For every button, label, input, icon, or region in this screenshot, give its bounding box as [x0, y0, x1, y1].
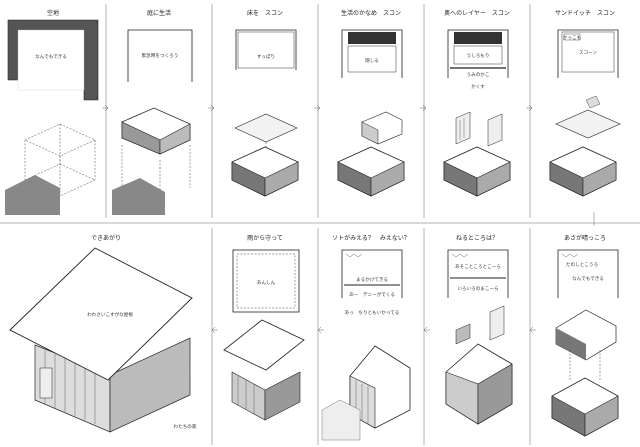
step-panel-6: サンドイッチ スコン かっこも スコーン	[549, 10, 621, 197]
step-panel-1: 空地 なんでもできる	[5, 9, 99, 215]
plan-label: あそこところとこーら	[455, 263, 501, 270]
door	[39, 367, 53, 399]
plan-caption: かくす	[471, 83, 485, 90]
step-panel-9: ねるところは？ あそこところとこーら いろいろのまこーら	[445, 235, 513, 425]
plan-label-3: あっ ちりともいかってる	[345, 309, 400, 316]
plan-label: 隠しる	[365, 57, 379, 64]
plan-tag: かっこも	[563, 34, 581, 41]
plan-label: なんでもできる	[35, 53, 67, 60]
layer-screens	[455, 111, 503, 147]
step-arrows	[102, 104, 595, 334]
step-panel-4: 生活のかなめ スコン 隠しる	[337, 9, 405, 197]
step-title: 生活のかなめ スコン	[341, 9, 401, 17]
plan-label-2: いろいろのまこーら	[457, 286, 498, 292]
iso-dashed-volume	[24, 123, 96, 197]
step-title: ソトがみえる？ みえない？	[332, 234, 410, 242]
step-panel-3: 床を スコン すっぽり	[231, 9, 299, 197]
plan-label-2: あー デニーがでくる	[349, 291, 395, 298]
ground-shadow	[5, 175, 60, 215]
step-panel-8: ソトがみえる？ みえない？ まるかけてきる あー デニーがでくる あっ ちりとも…	[321, 234, 411, 441]
plan-label: なんでもできる	[572, 275, 604, 282]
step-panel-5: 奥へのレイヤー スコン うしろもり うみのかこ かくす	[443, 9, 511, 197]
house-caption: わたちの家	[174, 423, 197, 430]
step-title: 空地	[47, 9, 59, 17]
plan-label: まるかけてきる	[356, 276, 388, 283]
plan-label: 緊急時をつくろう	[142, 52, 179, 59]
step-title: あさが晴っころ	[564, 234, 606, 242]
plan-label: すっぽり	[257, 53, 275, 60]
step-title: 奥へのレイヤー スコン	[444, 9, 510, 17]
step-title: 床を スコン	[247, 9, 283, 17]
step-title: ねるところは？	[456, 235, 498, 242]
plan-label: あんしん	[257, 280, 276, 286]
step-title: 庭に生活	[147, 9, 171, 17]
step-panel-10: あさが晴っころ たのしとこうろ なんでもできる	[551, 234, 619, 437]
step-panel-2: 庭に生活 緊急時をつくろう	[112, 9, 193, 215]
plan-tag: たのしとこうろ	[566, 262, 598, 268]
roof	[9, 247, 193, 381]
step-panel-7: 雨から守って あんしん	[223, 234, 305, 421]
plan-label: スコーン	[579, 50, 598, 56]
panel-grid	[0, 4, 640, 445]
step-title: できあがり	[91, 234, 121, 242]
step-title: サンドイッチ スコン	[555, 10, 615, 17]
roof-label: わわさいこすがな屋根	[87, 311, 133, 318]
final-house-panel: できあがり わわさいこすがな屋根 わたちの家	[9, 234, 197, 433]
plan-label: うしろもり	[467, 53, 490, 59]
step-title: 雨から守って	[247, 234, 283, 242]
plan-label-2: うみのかこ	[467, 71, 490, 78]
